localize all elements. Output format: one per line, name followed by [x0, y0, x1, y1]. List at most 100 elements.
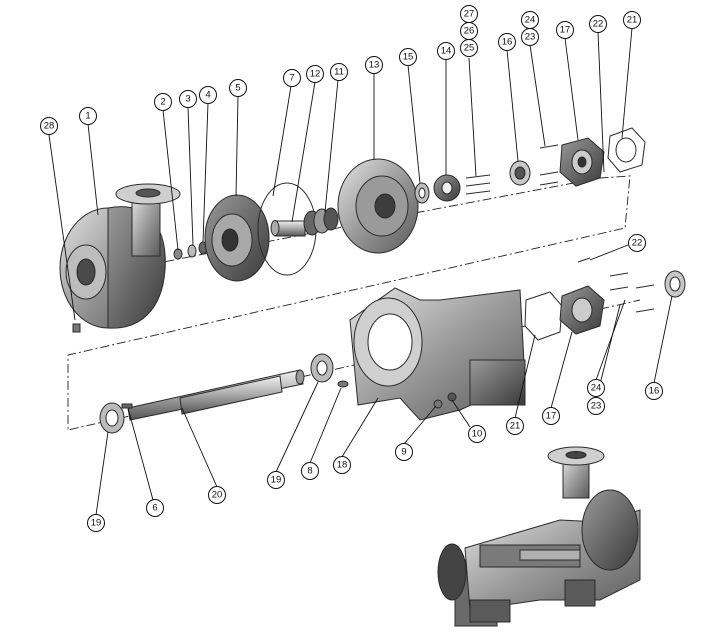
callout-13: 13	[365, 56, 383, 74]
svg-text:4: 4	[205, 90, 210, 101]
bearing-cover-bolts-lower	[609, 272, 655, 313]
callout-9: 9	[395, 443, 413, 461]
svg-text:5: 5	[235, 83, 240, 94]
callout-5: 5	[229, 79, 247, 97]
callout-4: 4	[199, 86, 217, 104]
svg-text:24: 24	[591, 383, 602, 394]
callout-23: 23	[521, 28, 539, 46]
bearing-frame	[349, 287, 526, 421]
shaft-key	[121, 403, 133, 409]
throat-bush-bore	[418, 187, 426, 199]
leader-lines	[48, 27, 673, 516]
callout-6: 6	[146, 499, 164, 517]
callout-24: 24	[521, 11, 539, 29]
bearing-lower	[664, 270, 686, 298]
callout-23-lower: 23	[587, 397, 605, 415]
shaft-bearing-rear	[310, 353, 334, 383]
callout-11: 11	[330, 63, 348, 81]
svg-text:18: 18	[337, 460, 348, 471]
svg-text:25: 25	[464, 43, 475, 54]
callout-22-lower: 22	[628, 234, 646, 252]
shaft-sleeve	[270, 220, 306, 237]
cover-bolt	[577, 257, 591, 263]
callout-3: 3	[179, 90, 197, 108]
assembly-axis-line	[67, 175, 641, 431]
svg-text:3: 3	[185, 94, 190, 105]
callout-12: 12	[306, 65, 324, 83]
callout-18: 18	[333, 456, 351, 474]
mechanical-seal	[303, 207, 339, 236]
svg-text:24: 24	[525, 15, 536, 26]
pump-casing	[59, 183, 181, 329]
svg-text:10: 10	[472, 429, 483, 440]
callout-22: 22	[589, 15, 607, 33]
svg-text:14: 14	[441, 46, 452, 57]
callout-16-lower: 16	[645, 382, 663, 400]
callout-19-left: 19	[87, 514, 105, 532]
callout-16: 16	[498, 33, 516, 51]
svg-text:17: 17	[560, 25, 571, 36]
callout-17: 17	[556, 21, 574, 39]
callout-21-lower: 21	[506, 417, 524, 435]
callout-25: 25	[460, 39, 478, 57]
bearing-cover-bolts	[539, 144, 559, 186]
svg-text:7: 7	[289, 73, 294, 84]
callout-7: 7	[283, 69, 301, 87]
svg-text:16: 16	[502, 37, 513, 48]
callouts: 28 1 2 3 4 5 7 12 11 13 15 14 27 26 25 1…	[40, 5, 663, 532]
callout-26: 26	[460, 22, 478, 40]
pump-shaft	[127, 369, 305, 421]
bearing-cover	[559, 137, 605, 187]
callout-27: 27	[460, 5, 478, 23]
svg-text:13: 13	[369, 60, 380, 71]
bearing-cover-lower	[559, 285, 605, 335]
bearing-upper	[509, 160, 531, 186]
svg-text:12: 12	[310, 69, 321, 80]
drain-screw	[447, 392, 457, 402]
seal-cover	[337, 158, 419, 254]
seal-gland	[433, 174, 461, 202]
o-ring-small	[173, 248, 183, 260]
svg-text:2: 2	[160, 97, 165, 108]
svg-text:8: 8	[307, 466, 312, 477]
callout-21: 21	[623, 11, 641, 29]
svg-text:11: 11	[334, 67, 344, 78]
oil-plug	[337, 380, 349, 388]
callout-17-lower: 17	[542, 407, 560, 425]
gasket-bore	[615, 137, 637, 163]
callout-28: 28	[40, 117, 58, 135]
callout-1: 1	[79, 107, 97, 125]
svg-text:17: 17	[546, 411, 557, 422]
washer	[187, 244, 197, 258]
svg-text:23: 23	[525, 32, 536, 43]
callout-15: 15	[399, 48, 417, 66]
callout-2: 2	[154, 93, 172, 111]
svg-text:28: 28	[44, 121, 55, 132]
assembled-pump-cutaway	[437, 446, 641, 627]
svg-text:22: 22	[593, 19, 604, 30]
svg-text:19: 19	[91, 518, 102, 529]
svg-text:15: 15	[403, 52, 414, 63]
svg-text:21: 21	[510, 421, 521, 432]
impeller	[204, 194, 270, 282]
callout-20: 20	[208, 486, 226, 504]
frame-gasket	[524, 291, 563, 341]
callout-24-lower: 24	[587, 379, 605, 397]
shaft-bearing-front	[99, 402, 125, 434]
svg-text:20: 20	[212, 490, 223, 501]
svg-text:19: 19	[271, 475, 282, 486]
callout-8: 8	[301, 462, 319, 480]
svg-text:22: 22	[632, 238, 643, 249]
callout-14: 14	[437, 42, 455, 60]
svg-text:23: 23	[591, 401, 602, 412]
callout-19-mid: 19	[267, 471, 285, 489]
gland-studs	[465, 174, 491, 195]
svg-text:1: 1	[85, 111, 90, 122]
callout-10: 10	[468, 425, 486, 443]
svg-text:26: 26	[464, 26, 475, 37]
svg-text:16: 16	[649, 386, 660, 397]
svg-text:27: 27	[464, 9, 475, 20]
drain-plug	[72, 323, 81, 333]
svg-text:6: 6	[152, 503, 157, 514]
